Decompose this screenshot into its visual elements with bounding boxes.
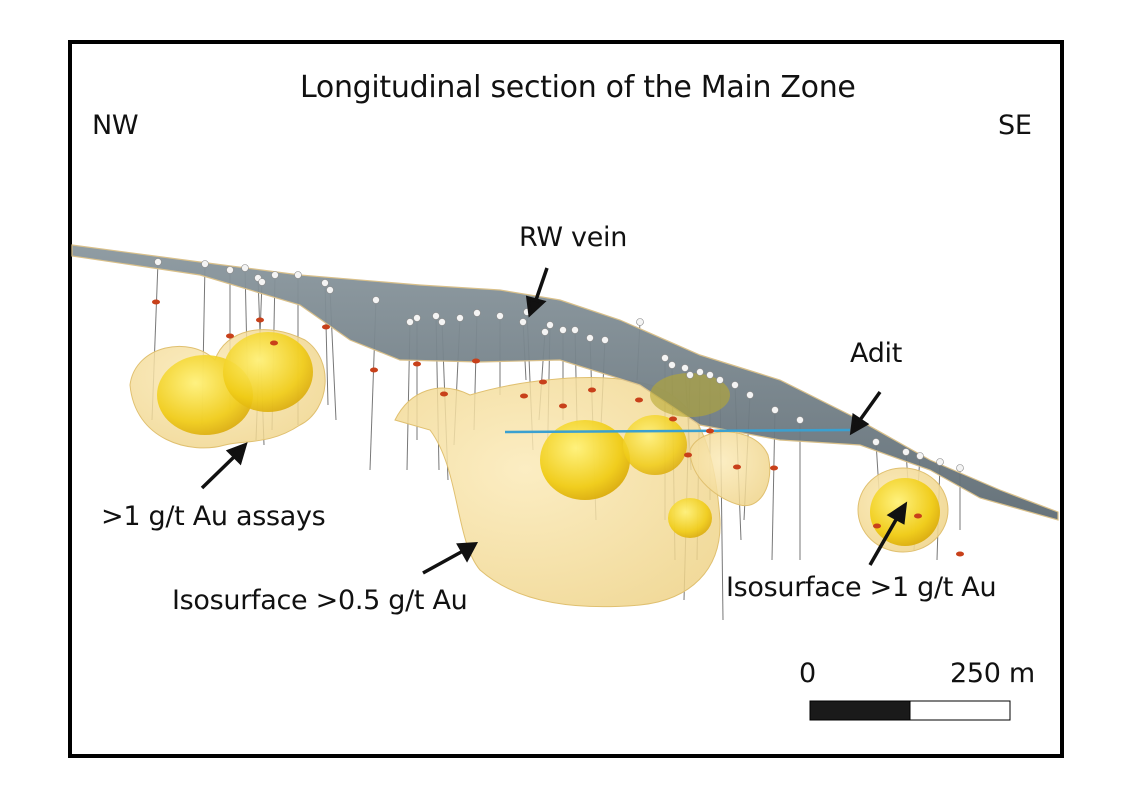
assay-marker bbox=[256, 317, 264, 323]
assay-marker bbox=[588, 387, 596, 393]
scale-start-label: 0 bbox=[799, 658, 816, 689]
drill-collar bbox=[258, 278, 266, 286]
drill-collar bbox=[902, 448, 910, 456]
drill-collar bbox=[154, 258, 162, 266]
drill-collar bbox=[872, 438, 880, 446]
assay-marker bbox=[956, 551, 964, 557]
label-isosurface-high: Isosurface >1 g/t Au bbox=[726, 572, 997, 603]
assay-marker bbox=[706, 428, 714, 434]
label-adit: Adit bbox=[850, 338, 903, 369]
figure-frame bbox=[68, 40, 1064, 758]
drill-collar bbox=[413, 314, 421, 322]
drill-collar bbox=[326, 286, 334, 294]
isosurface-high-2 bbox=[223, 332, 313, 412]
assay-marker bbox=[539, 379, 547, 385]
drill-collar bbox=[541, 328, 549, 336]
drill-collar bbox=[796, 416, 804, 424]
arrow-adit bbox=[849, 412, 870, 436]
drill-collar bbox=[661, 354, 669, 362]
arrow-iso-low bbox=[456, 542, 479, 563]
drill-collar bbox=[686, 371, 694, 379]
drill-collar bbox=[771, 406, 779, 414]
figure-title: Longitudinal section of the Main Zone bbox=[300, 70, 856, 105]
assay-marker bbox=[770, 465, 778, 471]
drill-collar bbox=[406, 318, 414, 326]
adit-line bbox=[504, 428, 851, 434]
assay-marker bbox=[520, 393, 528, 399]
assay-marker bbox=[635, 397, 643, 403]
drill-collar bbox=[746, 391, 754, 399]
arrow-rw-vein bbox=[525, 295, 547, 318]
assay-marker bbox=[873, 523, 881, 529]
direction-se: SE bbox=[998, 110, 1032, 141]
assay-marker bbox=[669, 416, 677, 422]
assay-marker bbox=[152, 299, 160, 305]
assay-marker bbox=[559, 403, 567, 409]
assay-marker bbox=[370, 367, 378, 373]
isosurface-high-4 bbox=[623, 415, 687, 475]
drill-collar bbox=[668, 361, 676, 369]
isosurface-high-3 bbox=[540, 420, 630, 500]
assay-marker bbox=[733, 464, 741, 470]
label-rw-vein: RW vein bbox=[519, 222, 628, 253]
scale-bar-white bbox=[909, 700, 1011, 721]
drill-collar bbox=[456, 314, 464, 322]
isosurface-high-7 bbox=[650, 373, 730, 417]
drill-collar bbox=[601, 336, 609, 344]
drill-collar bbox=[696, 368, 704, 376]
drill-collar bbox=[731, 381, 739, 389]
drill-collar bbox=[706, 371, 714, 379]
rw-vein-surface bbox=[71, 244, 1059, 521]
drill-collar bbox=[571, 326, 579, 334]
drill-collar bbox=[294, 271, 302, 279]
drill-collar bbox=[559, 326, 567, 334]
drill-collar bbox=[916, 452, 924, 460]
collars-and-assays bbox=[152, 258, 964, 557]
assay-marker bbox=[914, 513, 922, 519]
drill-collar bbox=[271, 271, 279, 279]
assay-marker bbox=[226, 333, 234, 339]
assay-marker bbox=[472, 358, 480, 364]
arrow-assays bbox=[225, 442, 248, 466]
drill-collar bbox=[372, 296, 380, 304]
assay-marker bbox=[440, 391, 448, 397]
drill-collar bbox=[636, 318, 644, 326]
drill-collar bbox=[201, 260, 209, 268]
drill-collar bbox=[519, 318, 527, 326]
drill-collar bbox=[473, 309, 481, 317]
label-isosurface-low: Isosurface >0.5 g/t Au bbox=[172, 585, 468, 616]
drill-collar bbox=[226, 266, 234, 274]
drill-collar bbox=[936, 458, 944, 466]
drill-collar bbox=[241, 264, 249, 272]
drill-collar bbox=[956, 464, 964, 472]
annotation-arrows bbox=[200, 267, 908, 575]
assay-marker bbox=[270, 340, 278, 346]
scale-bar-black bbox=[809, 700, 911, 721]
assay-marker bbox=[322, 324, 330, 330]
arrow-iso-high bbox=[886, 501, 908, 525]
drill-collar bbox=[496, 312, 504, 320]
drill-collar bbox=[681, 364, 689, 372]
drill-collar bbox=[432, 312, 440, 320]
drill-collar bbox=[321, 279, 329, 287]
drill-collar bbox=[438, 318, 446, 326]
direction-nw: NW bbox=[92, 110, 139, 141]
scale-end-label: 250 m bbox=[950, 658, 1035, 689]
label-assays: >1 g/t Au assays bbox=[101, 501, 326, 532]
drill-collar bbox=[586, 334, 594, 342]
assay-marker bbox=[413, 361, 421, 367]
isosurface-high-5 bbox=[668, 498, 712, 538]
assay-marker bbox=[684, 452, 692, 458]
drill-collar bbox=[546, 321, 554, 329]
drill-collar bbox=[716, 376, 724, 384]
